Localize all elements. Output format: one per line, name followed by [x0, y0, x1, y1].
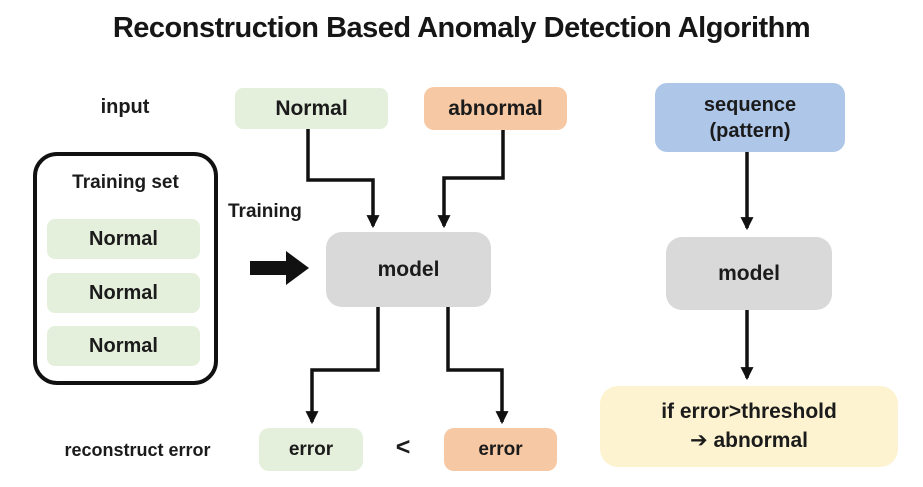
heavy-right-arrow-icon: ➔: [690, 428, 708, 452]
model-box-right: model: [666, 237, 832, 310]
input-label: input: [100, 96, 150, 118]
arrow-abnormal-to-model: [437, 130, 505, 229]
condition-result-label: abnormal: [713, 428, 808, 452]
training-set-box: Training set Normal Normal Normal: [33, 152, 218, 385]
sequence-line2: (pattern): [709, 119, 791, 142]
abnormal-input-box: abnormal: [424, 87, 567, 130]
normal-input-box: Normal: [235, 88, 388, 129]
training-item: Normal: [47, 219, 200, 259]
error-abnormal-box: error: [444, 428, 557, 471]
training-block-arrow-icon: [250, 251, 309, 285]
reconstruct-error-label: reconstruct error: [64, 440, 211, 460]
arrow-model-to-error-normal: [305, 307, 380, 425]
model-box: model: [326, 232, 491, 307]
training-set-title: Training set: [72, 172, 179, 193]
condition-line2: ➔ abnormal: [690, 427, 808, 455]
training-label: Training: [228, 201, 302, 222]
condition-result-box: if error>threshold ➔ abnormal: [600, 386, 898, 467]
arrow-model-to-error-abnormal: [446, 307, 509, 425]
sequence-pattern-box: sequence (pattern): [655, 83, 845, 152]
training-item: Normal: [47, 273, 200, 313]
page-title: Reconstruction Based Anomaly Detection A…: [112, 12, 811, 44]
less-than-operator: <: [395, 433, 411, 461]
condition-line1: if error>threshold: [661, 400, 837, 424]
sequence-line1: sequence: [703, 93, 797, 116]
arrow-normal-to-model: [306, 129, 380, 229]
training-item: Normal: [47, 326, 200, 366]
error-normal-box: error: [259, 428, 363, 471]
